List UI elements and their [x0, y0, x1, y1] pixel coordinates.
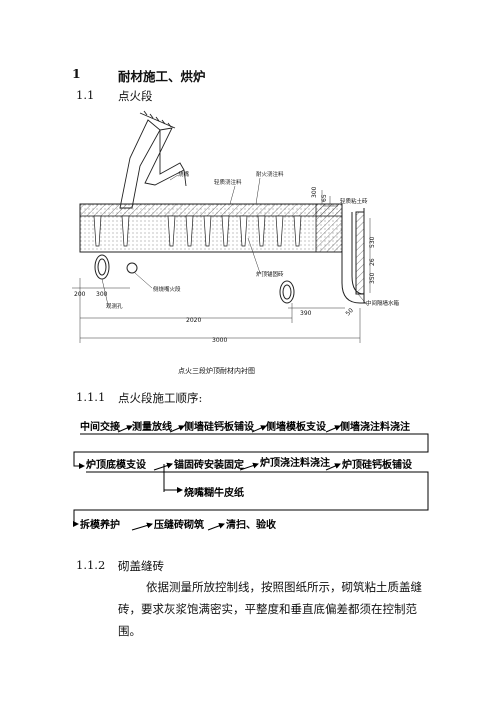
subsection-title: 点火段 — [118, 89, 153, 103]
label-light-castable: 轻质浇注料 — [214, 178, 242, 186]
dim-50: 50 — [344, 307, 354, 317]
burner-pipe — [119, 110, 187, 209]
label-mid-water-box: 中间隔墙水箱 — [366, 299, 400, 307]
dim-3000: 3000 — [212, 337, 227, 344]
flow-step-roof-silicate: 炉顶硅钙板铺设 — [342, 458, 412, 471]
flow-step-side-formwork: 侧墙模板支设 — [266, 420, 326, 433]
construction-flowchart: 中间交接 测量放线 侧墙硅钙板铺设 侧墙模板支设 侧墙浇注料浇注 炉顶底模支设 … — [73, 420, 429, 531]
dim-300a: 300 — [311, 186, 318, 198]
label-side-ignition: 侧烧嘴火段 — [153, 285, 181, 293]
roof-lining — [79, 203, 343, 253]
furnace-lining-drawing: 烧嘴 轻质浇注料 耐火浇注料 轻质粘土砖 侧烧嘴火段 观测孔 炉顶锚固砖 中间隔… — [72, 110, 400, 344]
flow-step-demold: 拆模养护 — [80, 518, 120, 531]
label-anchor-brick: 炉顶锚固砖 — [256, 270, 284, 278]
label-burner: 烧嘴 — [178, 170, 190, 178]
dim-390: 390 — [300, 310, 312, 317]
section-number: 1 — [72, 66, 81, 81]
dim-350: 350 — [369, 272, 376, 284]
flow-step-roof-pour: 炉顶浇注料浇注 — [260, 456, 330, 469]
dim-2020: 2020 — [186, 317, 201, 324]
dim-200: 200 — [74, 291, 86, 298]
anchor-oval — [279, 280, 295, 304]
dim-300b: 300 — [96, 291, 108, 298]
flow-step-survey: 测量放线 — [132, 420, 172, 433]
side-ignition-port — [126, 262, 138, 274]
label-observe-hole: 观测孔 — [106, 302, 123, 310]
paragraph-line-3: 围。 — [118, 624, 141, 638]
section-title: 耐材施工、烘炉 — [118, 69, 206, 84]
dim-530: 530 — [369, 236, 376, 248]
flow-step-cleanup: 清扫、验收 — [226, 518, 276, 531]
subsubsection-title-111: 点火段施工顺序: — [118, 391, 203, 405]
subsection-number: 1.1 — [76, 88, 95, 102]
dim-65: 65 — [321, 194, 328, 202]
flow-step-side-silicate: 侧墙硅钙板铺设 — [184, 420, 254, 433]
figure-caption: 点火三段炉顶耐材内衬图 — [178, 367, 255, 375]
paragraph-line-1: 依据测量所放控制线，按照图纸所示，砌筑粘土质盖缝 — [146, 580, 422, 594]
subsubsection-title-112: 砌盖缝砖 — [118, 559, 164, 573]
subsubsection-number-111: 1.1.1 — [76, 390, 106, 404]
observation-hole — [94, 254, 110, 280]
flow-step-anchor-install: 锚固砖安装固定 — [174, 458, 244, 471]
flow-step-seam-brick: 压缝砖砌筑 — [154, 518, 204, 531]
paragraph-line-2: 砖，要求灰浆饱满密实，平整度和垂直底偏差都须在控制范 — [118, 602, 417, 616]
dim-26: 26 — [369, 258, 376, 266]
label-refractory-castable: 耐火浇注料 — [256, 170, 284, 178]
subsubsection-number-112: 1.1.2 — [76, 558, 106, 572]
flow-step-roof-formwork: 炉顶底模支设 — [86, 458, 146, 471]
flow-step-handover: 中间交接 — [80, 420, 120, 433]
side-wall-water-box — [341, 204, 366, 304]
flow-step-burner-paper: 烧嘴糊牛皮纸 — [184, 486, 244, 499]
flow-step-side-pour: 侧墙浇注料浇注 — [340, 420, 410, 433]
label-light-clay-brick: 轻质粘土砖 — [340, 197, 368, 205]
